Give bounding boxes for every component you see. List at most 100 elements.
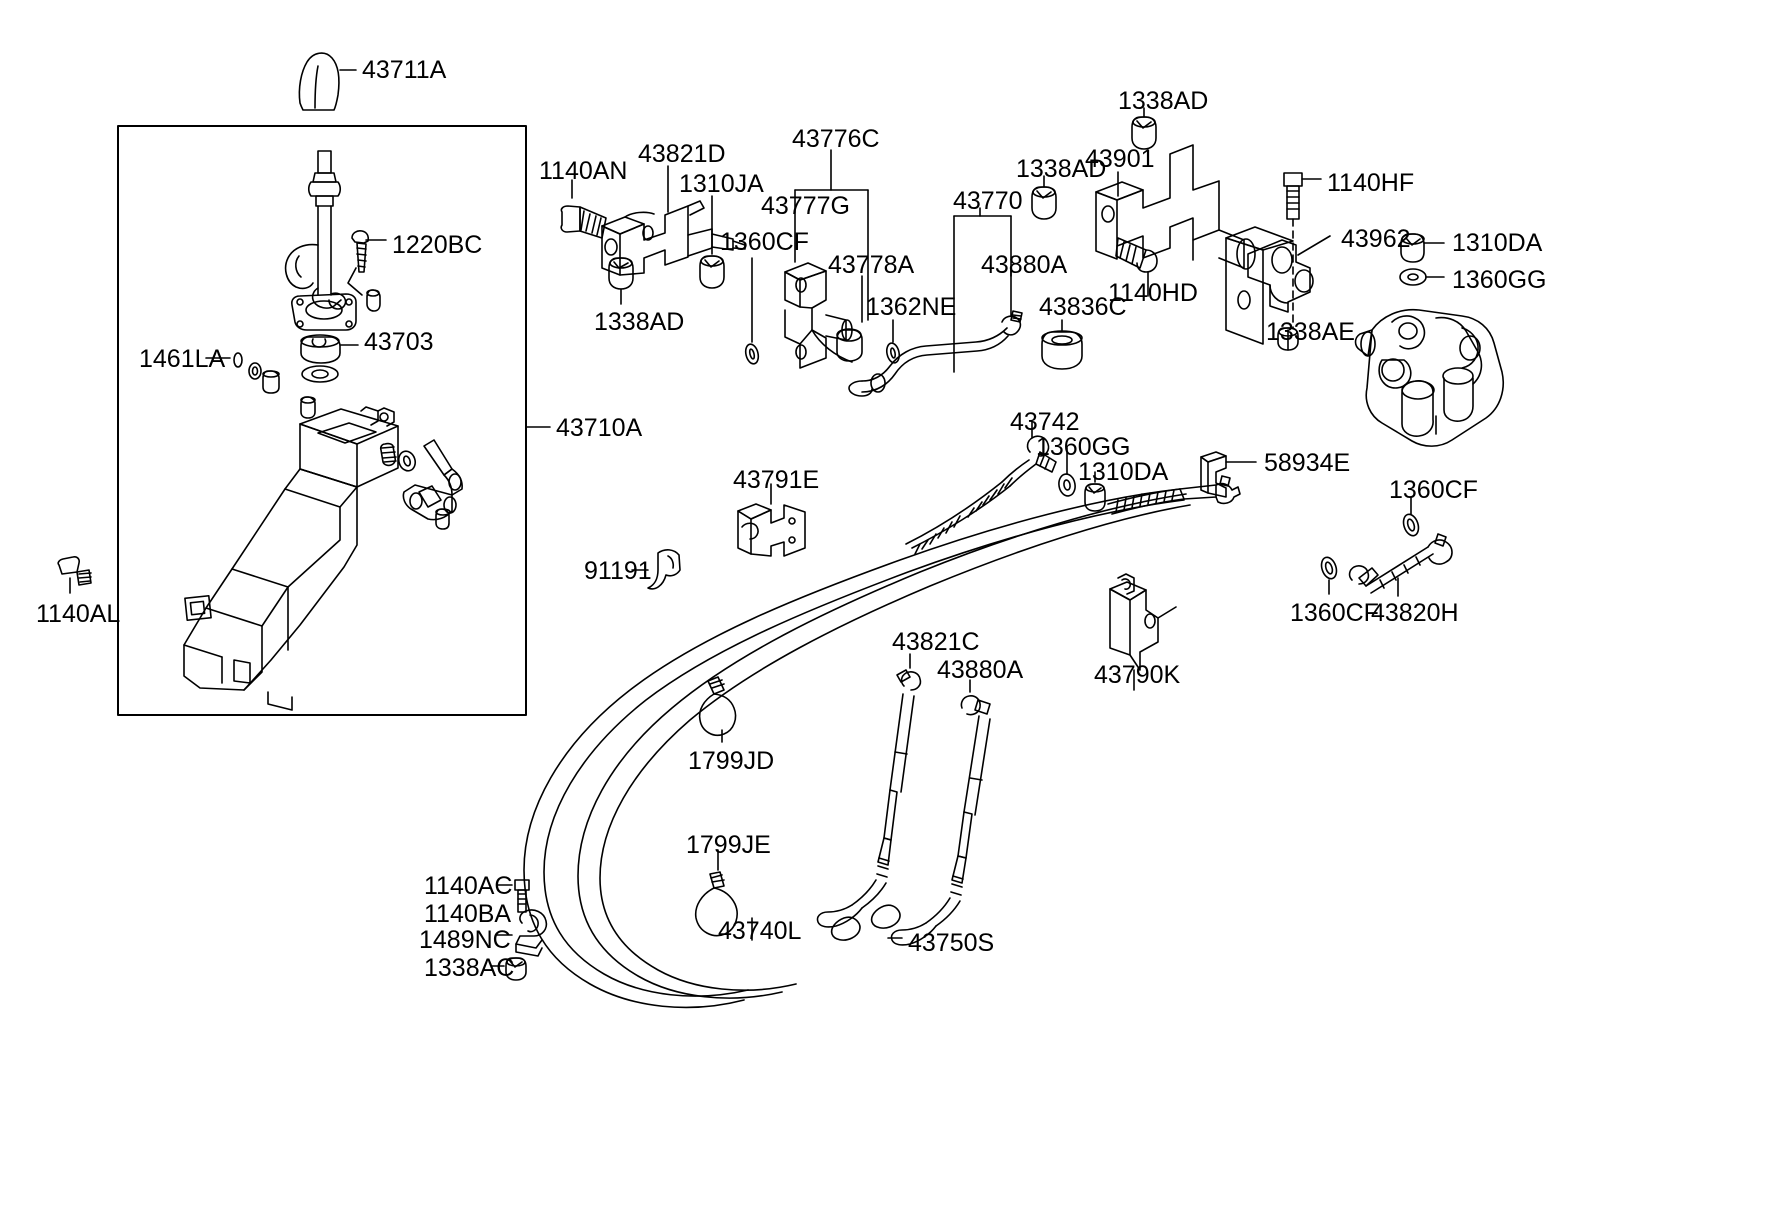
label-1799JE: 1799JE [686, 831, 771, 859]
label-1360GG-b: 1360GG [1036, 433, 1131, 461]
label-43820H: 43820H [1371, 599, 1459, 627]
label-1799JD: 1799JD [688, 747, 775, 775]
label-43880A-b: 43880A [937, 656, 1024, 684]
part-1310DA-nut-a [1400, 233, 1425, 263]
label-1461LA: 1461LA [139, 345, 226, 373]
part-transmission-case [1354, 308, 1504, 447]
detail-1220BC-bracket [347, 267, 363, 296]
label-1338AE: 1338AE [1266, 318, 1355, 346]
label-1140AL: 1140AL [36, 600, 121, 628]
label-43962: 43962 [1341, 225, 1411, 253]
label-1140HF: 1140HF [1327, 169, 1415, 197]
part-small-ring-b [248, 362, 262, 380]
part-cable-end-fittings [830, 904, 901, 941]
label-1338AC: 1338AC [424, 954, 515, 982]
part-43770-rod [811, 310, 1023, 397]
part-boot-plate [291, 293, 357, 331]
part-43790K-bracket [1109, 573, 1177, 671]
part-43791E-bracket [737, 503, 806, 557]
assembly-enclosure-box [117, 125, 527, 716]
label-1310JA: 1310JA [679, 170, 764, 198]
label-43791E: 43791E [733, 466, 820, 494]
label-43710A: 43710A [556, 414, 643, 442]
label-43790K: 43790K [1094, 661, 1181, 689]
part-washer-f [397, 450, 417, 472]
part-58934E-clip [1200, 451, 1227, 498]
part-43703-bushing [300, 334, 341, 364]
label-43742: 43742 [1010, 408, 1080, 436]
part-1140HD-bolt [1115, 237, 1158, 273]
label-58934E: 58934E [1264, 449, 1351, 477]
part-43777G-plate [784, 262, 853, 369]
label-1140HD: 1140HD [1108, 279, 1198, 307]
part-1220BC-screw [351, 230, 370, 273]
part-1140HF-bolt [1283, 172, 1303, 220]
label-43740L: 43740L [718, 917, 802, 945]
part-43742-cable-end [905, 435, 1057, 555]
part-1362NE-ring [885, 342, 901, 364]
part-1360CF-ring-c [1320, 556, 1338, 580]
part-43711A-shift-knob [298, 52, 340, 111]
part-sleeve-d [300, 396, 316, 419]
part-1310JA-nut [699, 255, 725, 289]
label-1310DA-b: 1310DA [1078, 458, 1169, 486]
label-43821C: 43821C [892, 628, 980, 656]
label-43880A-a: 43880A [981, 251, 1068, 279]
part-washer-below [301, 365, 339, 383]
part-nut-g [435, 508, 451, 530]
part-sleeve-c [262, 370, 280, 394]
label-91191: 91191 [584, 557, 652, 585]
part-1461LA-clip [233, 352, 243, 368]
part-43820H-link [1348, 533, 1453, 594]
label-1489NC: 1489NC [419, 926, 511, 954]
part-1140AC-bolt [514, 879, 530, 913]
part-1140AL-bolt [57, 556, 92, 586]
part-cable-loops [523, 488, 1191, 1009]
part-1360GG-washer-b [1058, 473, 1076, 497]
label-43778A: 43778A [828, 251, 915, 279]
label-1362NE: 1362NE [866, 293, 957, 321]
label-43770: 43770 [953, 187, 1023, 215]
part-1140AN-bolt [560, 205, 607, 239]
label-43901: 43901 [1085, 145, 1155, 173]
part-1338AC-nut [505, 957, 527, 981]
part-1489NC-clamp [515, 909, 548, 957]
part-1360CF-ring-b [1402, 513, 1420, 537]
part-43880A-cable-end [890, 695, 991, 946]
leader-43962 [1297, 235, 1331, 256]
part-43710A-lever-shaft [284, 150, 347, 310]
label-1310DA-a: 1310DA [1452, 229, 1543, 257]
label-1220BC: 1220BC [392, 231, 483, 259]
part-1799JE-tie [694, 871, 738, 937]
part-1310DA-nut-b [1084, 483, 1106, 512]
part-1799JD-tie [698, 676, 737, 736]
part-43836C-bushing [1041, 330, 1083, 370]
label-1140BA: 1140BA [424, 900, 512, 928]
label-43711A: 43711A [362, 56, 447, 84]
part-43821C-cable-end [816, 669, 922, 928]
label-43836C: 43836C [1039, 293, 1127, 321]
label-43777G: 43777G [761, 192, 850, 220]
label-1360CF-c: 1360CF [1290, 599, 1379, 627]
part-43901-bracket [1095, 144, 1256, 270]
label-1140AC: 1140AC [424, 872, 513, 900]
label-1338AD-c: 1338AD [1118, 87, 1209, 115]
part-shift-arm [402, 439, 463, 521]
part-spring-e [379, 442, 397, 467]
label-1140AN: 1140AN [539, 157, 628, 185]
part-small-nut-a [366, 289, 381, 312]
label-1360GG-a: 1360GG [1452, 266, 1547, 294]
part-1360CF-ring-a [744, 343, 760, 365]
part-1360GG-washer-a [1399, 268, 1427, 286]
part-1338AD-nut-b [1031, 186, 1057, 220]
label-1338AD-b: 1338AD [1016, 155, 1107, 183]
label-1338AD-a: 1338AD [594, 308, 685, 336]
label-43821D: 43821D [638, 140, 726, 168]
label-1360CF-b: 1360CF [1389, 476, 1478, 504]
label-1360CF-a: 1360CF [720, 228, 809, 256]
label-43703: 43703 [364, 328, 434, 356]
label-43776C: 43776C [792, 125, 880, 153]
part-91191-clip [647, 549, 681, 590]
